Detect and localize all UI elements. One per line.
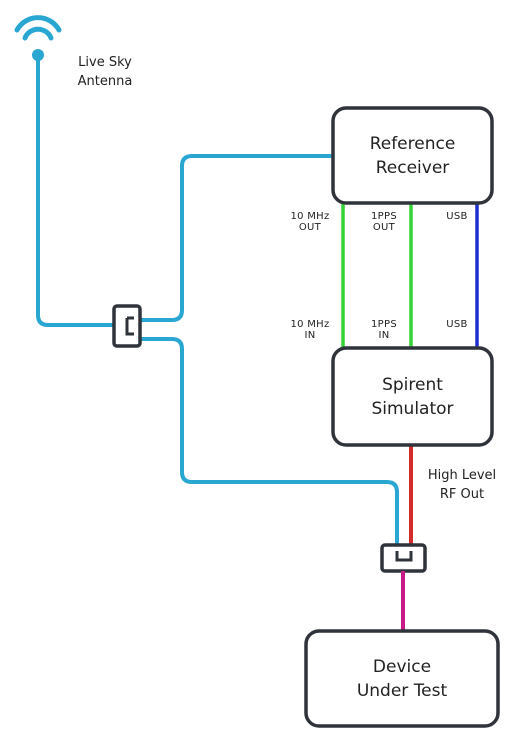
splitter-to-combiner-cable	[132, 337, 399, 559]
port-usb-in-label: USB	[446, 319, 468, 330]
high-level-rf-line2: RF Out	[439, 487, 485, 502]
port-10mhz-out-line2: OUT	[298, 222, 322, 233]
splitter-to-receiver-cable	[132, 154, 333, 322]
port-1pps-out-line1: 1PPS	[371, 211, 397, 222]
high-level-rf-label: High Level RF Out	[424, 466, 500, 504]
reference-receiver-line1: Reference	[369, 133, 456, 154]
antenna-label-line1: Live Sky	[78, 55, 132, 70]
port-usb-out: USB	[440, 211, 474, 222]
port-1pps-in: 1PPS IN	[360, 319, 408, 341]
port-10mhz-out: 10 MHz OUT	[286, 211, 334, 233]
port-usb-out-label: USB	[446, 211, 468, 222]
reference-receiver-label: Reference Receiver	[333, 108, 492, 203]
device-under-test-box	[304, 629, 500, 728]
reference-receiver-line2: Receiver	[375, 157, 450, 178]
spirent-simulator-label: Spirent Simulator	[333, 348, 492, 445]
port-10mhz-out-line1: 10 MHz	[290, 211, 330, 222]
port-1pps-out-line2: OUT	[372, 222, 396, 233]
device-under-test-label: Device Under Test	[306, 631, 498, 726]
high-level-rf-line1: High Level	[427, 468, 497, 483]
antenna-label-line2: Antenna	[77, 74, 133, 89]
reference-receiver-box	[331, 106, 494, 205]
port-1pps-in-line2: IN	[378, 330, 390, 341]
spirent-simulator-line2: Simulator	[371, 398, 454, 419]
splitter-inner	[125, 316, 134, 336]
antenna-icon	[14, 15, 62, 61]
port-usb-in: USB	[440, 319, 474, 330]
antenna-to-splitter-cable	[36, 60, 118, 327]
spirent-simulator-box	[331, 346, 494, 447]
spirent-simulator-line1: Spirent	[382, 374, 443, 395]
port-1pps-out: 1PPS OUT	[360, 211, 408, 233]
device-under-test-line2: Under Test	[356, 680, 448, 701]
port-1pps-in-line1: 1PPS	[371, 319, 397, 330]
port-10mhz-in-line1: 10 MHz	[290, 319, 330, 330]
combiner-icon	[380, 543, 427, 573]
port-10mhz-in: 10 MHz IN	[286, 319, 334, 341]
combiner-inner	[395, 551, 413, 562]
port-10mhz-in-line2: IN	[304, 330, 316, 341]
antenna-label: Live Sky Antenna	[70, 53, 140, 91]
device-under-test-line1: Device	[372, 656, 432, 677]
